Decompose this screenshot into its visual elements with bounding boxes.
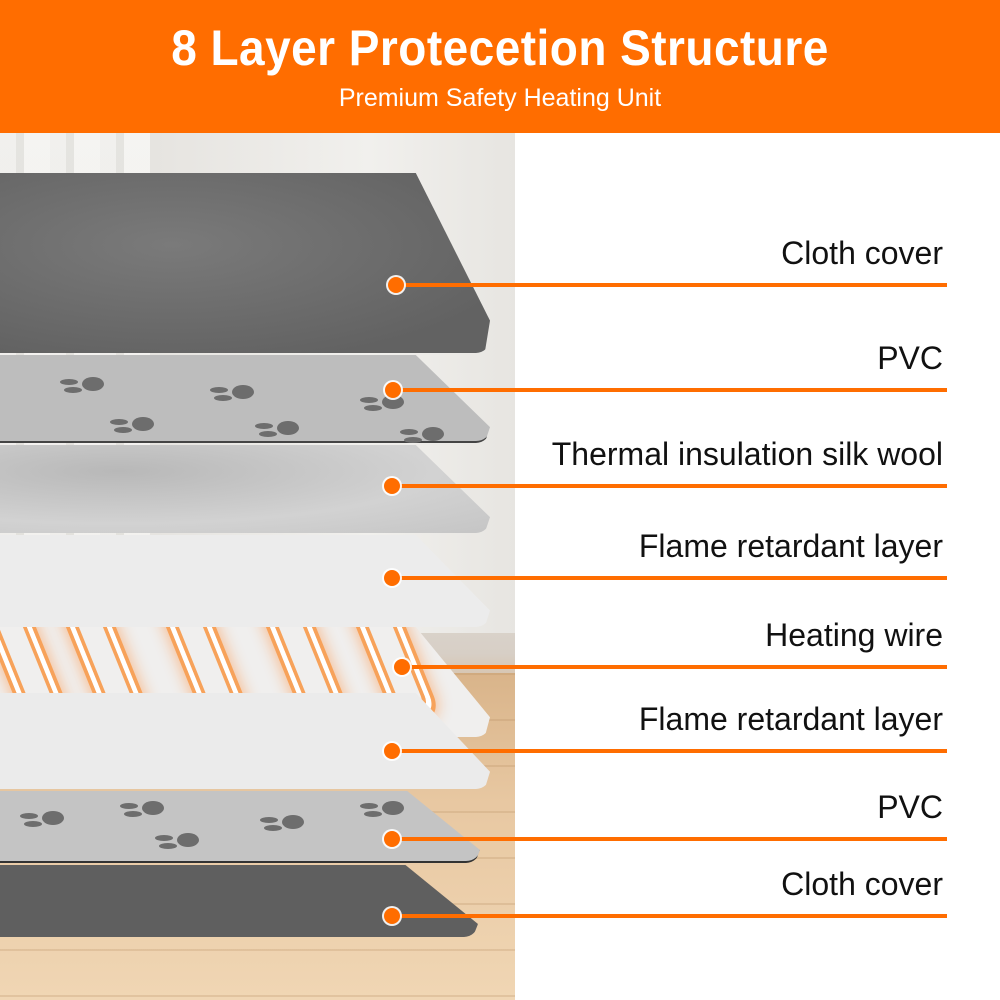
leader-dot-icon	[384, 831, 400, 847]
leader-line	[397, 914, 947, 918]
callout-flame-retardant-bottom: Flame retardant layer	[0, 693, 1000, 759]
paw-print-icon	[60, 375, 106, 397]
callout-pvc-top: PVC	[0, 332, 1000, 398]
paw-print-icon	[110, 415, 156, 437]
callout-label: Cloth cover	[781, 866, 943, 902]
layer-flame-retardant-bottom	[0, 693, 490, 789]
callout-cloth-cover-bottom: Cloth cover	[0, 858, 1000, 924]
callout-flame-retardant-top: Flame retardant layer	[0, 520, 1000, 586]
layer-cloth-cover-top	[0, 173, 490, 353]
callout-heating-wire: Heating wire	[0, 609, 1000, 675]
page-title: 8 Layer Protecetion Structure	[171, 20, 829, 76]
callout-label: Cloth cover	[781, 235, 943, 271]
layer-pvc-top	[0, 355, 490, 443]
leader-line	[397, 837, 947, 841]
paw-print-icon	[20, 809, 66, 831]
paw-print-icon	[155, 831, 201, 853]
leader-dot-icon	[388, 277, 404, 293]
layer-pvc-bottom	[0, 791, 480, 863]
leader-line	[397, 749, 947, 753]
callout-label: Flame retardant layer	[638, 528, 943, 564]
leader-line	[397, 665, 947, 669]
leader-line	[397, 388, 947, 392]
label-panel	[515, 133, 1000, 1000]
paw-print-icon	[210, 383, 256, 405]
leader-dot-icon	[384, 478, 400, 494]
callout-label: Heating wire	[765, 617, 943, 653]
page-subtitle: Premium Safety Heating Unit	[338, 84, 662, 112]
product-layer-illustration	[0, 133, 515, 1000]
callout-label: PVC	[877, 789, 943, 825]
callout-label: Flame retardant layer	[638, 701, 943, 737]
callout-thermal-wool: Thermal insulation silk wool	[0, 428, 1000, 494]
callout-cloth-cover-top: Cloth cover	[0, 227, 1000, 293]
leader-line	[397, 484, 947, 488]
layer-thermal-wool	[0, 445, 490, 533]
leader-dot-icon	[384, 570, 400, 586]
header-banner: 8 Layer Protecetion Structure Premium Sa…	[0, 0, 1000, 133]
leader-dot-icon	[394, 659, 410, 675]
leader-line	[397, 283, 947, 287]
paw-print-icon	[400, 425, 446, 443]
leader-dot-icon	[384, 908, 400, 924]
callout-pvc-bottom: PVC	[0, 781, 1000, 847]
leader-dot-icon	[384, 743, 400, 759]
callout-label: PVC	[877, 340, 943, 376]
paw-print-icon	[255, 419, 301, 441]
paw-print-icon	[360, 799, 406, 821]
callout-label: Thermal insulation silk wool	[551, 436, 943, 472]
paw-print-icon	[120, 799, 166, 821]
paw-print-icon	[360, 393, 406, 415]
leader-dot-icon	[385, 382, 401, 398]
paw-print-icon	[260, 813, 306, 835]
layer-cloth-cover-bottom	[0, 865, 478, 937]
leader-line	[397, 576, 947, 580]
layer-flame-retardant-top	[0, 535, 490, 627]
